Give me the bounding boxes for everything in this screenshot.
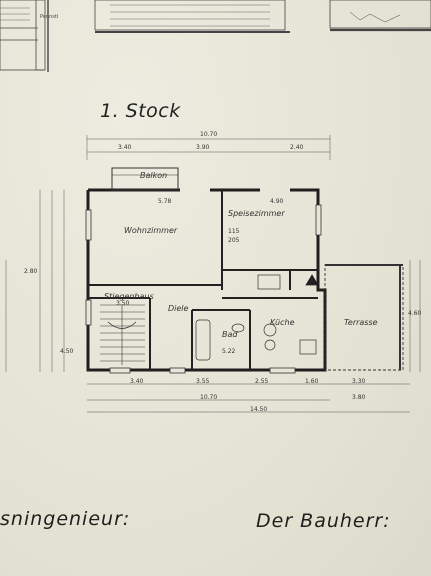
- dim-left-low: 4.50: [60, 348, 74, 355]
- dim-speise-height: 205: [228, 237, 240, 244]
- dim-bottom-right: 3.80: [352, 394, 366, 401]
- room-label-bad: Bad: [222, 330, 238, 339]
- floor-title: 1. Stock: [100, 100, 181, 122]
- dim-top-seg-1: 3.40: [118, 144, 132, 151]
- chimney: [305, 274, 319, 286]
- dim-bottom-seg-1: 3.40: [130, 378, 144, 385]
- dim-left-height: 2.80: [24, 268, 38, 275]
- room-label-wohnzimmer: Wohnzimmer: [124, 226, 178, 235]
- dim-bottom-seg-3: 2.55: [255, 378, 269, 385]
- middle-elevation-frame: [94, 0, 286, 31]
- dim-top-seg-3: 2.40: [290, 144, 304, 151]
- room-label-balkon: Balkon: [140, 171, 168, 180]
- dim-bottom-overall: 14.50: [250, 406, 268, 413]
- balcony: [111, 167, 179, 191]
- terrace: [324, 264, 404, 371]
- dim-right-height: 4.60: [408, 310, 422, 317]
- kitchen-fixtures: [257, 274, 317, 355]
- right-elevation-frame: [329, 0, 431, 29]
- signature-engineer: sningenieur:: [0, 508, 131, 530]
- dimension-lines: [5, 135, 421, 413]
- left-elevation-frame: [0, 0, 46, 71]
- room-label-kueche: Küche: [270, 318, 295, 327]
- dim-bottom-seg-2: 3.55: [196, 378, 210, 385]
- dim-top-seg-2: 3.90: [196, 144, 210, 151]
- dim-wohn-width: 5.78: [158, 198, 172, 205]
- dim-bad: 5.22: [222, 348, 236, 355]
- room-label-terrasse: Terrasse: [344, 318, 378, 327]
- dim-speise-area: 115: [228, 228, 240, 235]
- room-label-diele: Diele: [168, 304, 189, 313]
- windows: [85, 204, 322, 374]
- room-label-stiegenhaus: Stiegenhaus: [104, 292, 154, 301]
- dim-bottom-seg-5: 3.30: [352, 378, 366, 385]
- dim-bottom-mid: 10.70: [200, 394, 218, 401]
- room-label-speisezimmer: Speisezimmer: [228, 209, 285, 218]
- dim-bottom-seg-4: 1.60: [305, 378, 319, 385]
- interior-walls: [88, 190, 318, 370]
- dim-stieg: 3.50: [116, 300, 130, 307]
- top-note: Pennstl: [40, 14, 59, 20]
- top-elevation-sketches: [0, 0, 431, 72]
- bath-fixtures: [195, 319, 245, 361]
- dim-speise-width: 4.90: [270, 198, 284, 205]
- staircase: [100, 304, 145, 365]
- signature-owner: Der Bauherr:: [256, 510, 391, 532]
- dim-top-overall: 10.70: [200, 131, 218, 138]
